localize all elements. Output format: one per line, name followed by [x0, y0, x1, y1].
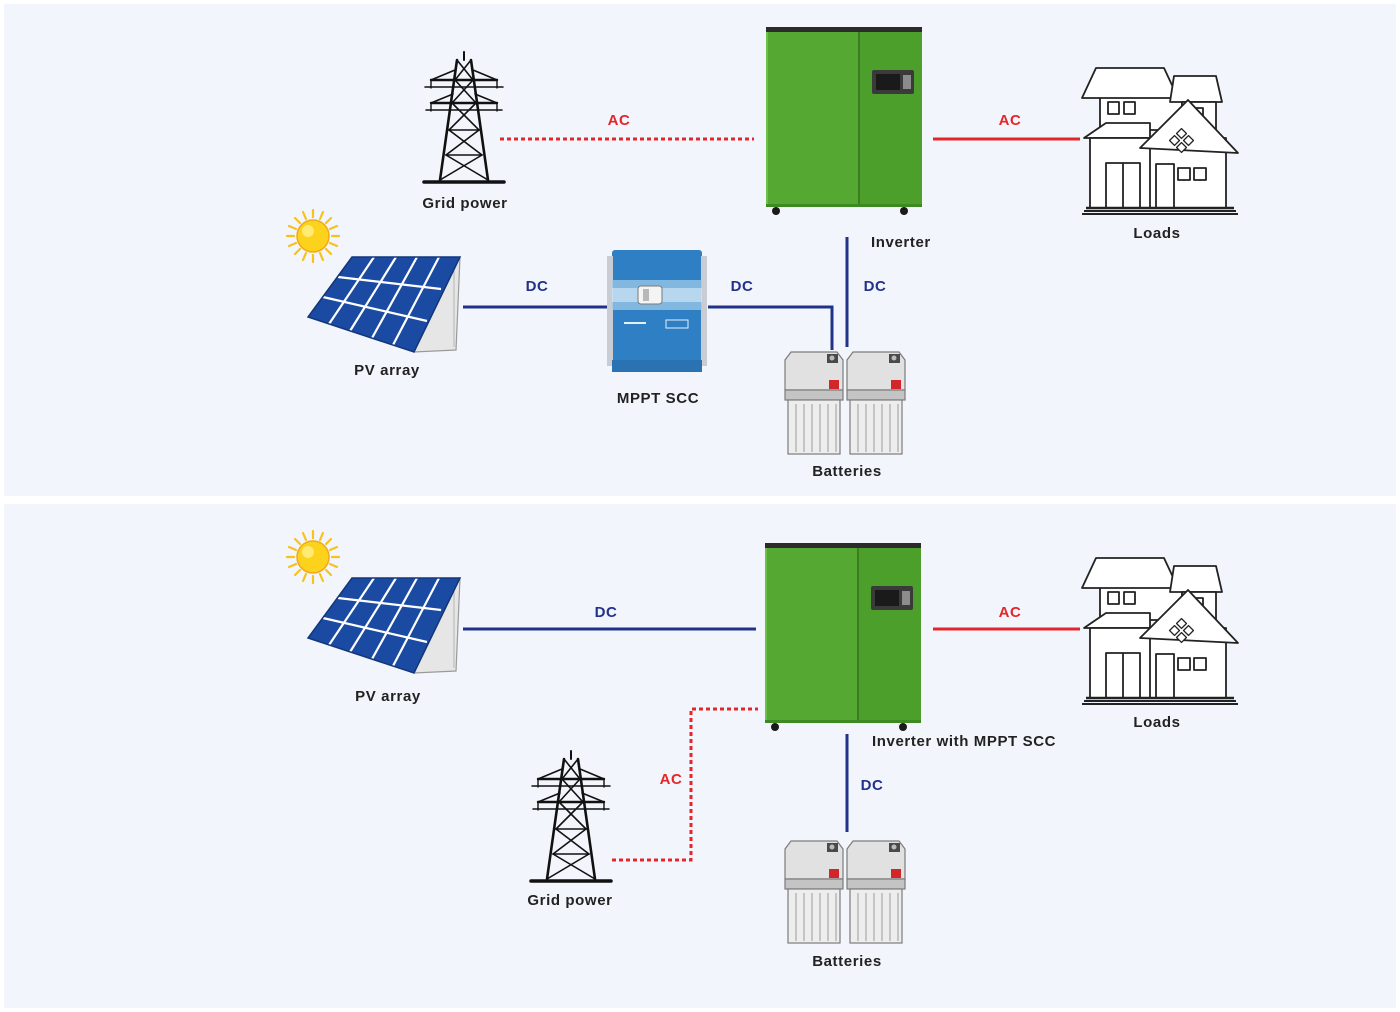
- transmission-tower-icon: [529, 749, 613, 883]
- bottom-dc-label-pv: DC: [595, 604, 618, 621]
- battery-icon: [846, 351, 906, 455]
- bottom-grid-power-label: Grid power: [527, 892, 612, 909]
- bottom-ac-label-loads: AC: [999, 604, 1022, 621]
- top-batteries-label: Batteries: [812, 463, 882, 480]
- battery-icon: [846, 840, 906, 944]
- inverter-icon: [764, 542, 922, 732]
- sun-icon: [285, 529, 341, 585]
- bottom-loads-label: Loads: [1133, 714, 1180, 731]
- bottom-link-grid-inverter: [612, 707, 758, 862]
- solar-panel-icon: [306, 255, 462, 354]
- top-grid-power-label: Grid power: [422, 195, 507, 212]
- top-inverter-label: Inverter: [871, 234, 931, 251]
- bottom-pv-array-label: PV array: [355, 688, 421, 705]
- battery-icon: [784, 351, 844, 455]
- bottom-dc-label-batteries: DC: [861, 777, 884, 794]
- top-ac-label-grid: AC: [608, 112, 631, 129]
- top-ac-label-loads: AC: [999, 112, 1022, 129]
- top-loads-label: Loads: [1133, 225, 1180, 242]
- top-diagram: Grid power Inverter Loads PV array MPPT …: [285, 26, 1240, 480]
- bottom-ac-label-grid: AC: [660, 771, 683, 788]
- top-dc-label-pv: DC: [526, 278, 549, 295]
- sun-icon: [285, 208, 341, 264]
- top-dc-label-inverter: DC: [864, 278, 887, 295]
- charge-controller-icon: [606, 249, 708, 373]
- house-icon: [1080, 556, 1240, 706]
- top-mppt-scc-label: MPPT SCC: [617, 390, 699, 407]
- top-link-scc-batteries: [708, 305, 834, 350]
- house-icon: [1080, 66, 1240, 216]
- inverter-icon: [765, 26, 923, 216]
- transmission-tower-icon: [422, 50, 506, 184]
- bottom-inverter-label: Inverter with MPPT SCC: [872, 733, 1056, 750]
- battery-icon: [784, 840, 844, 944]
- solar-panel-icon: [306, 576, 462, 675]
- bottom-batteries-label: Batteries: [812, 953, 882, 970]
- bottom-diagram: PV array Inverter with MPPT SCC Loads Gr…: [285, 529, 1240, 970]
- top-dc-label-scc: DC: [731, 278, 754, 295]
- top-pv-array-label: PV array: [354, 362, 420, 379]
